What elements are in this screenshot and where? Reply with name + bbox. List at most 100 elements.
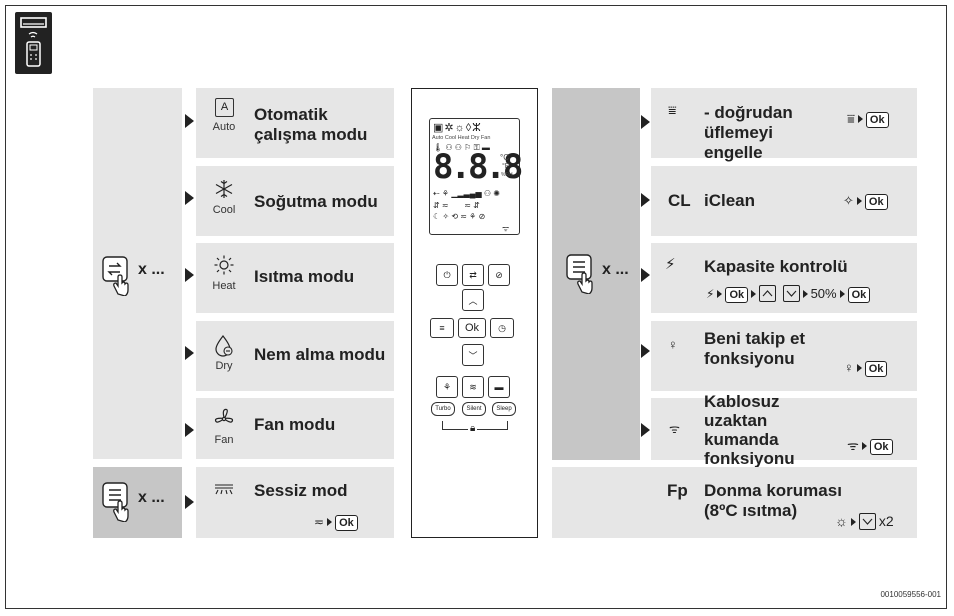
fan-label: Fan [214,434,234,446]
capacity-title: Kapasite kontrolü [704,257,848,276]
follow-me-row: ♀︎ Beni takip et fonksiyonu ♀︎Ok [651,321,917,391]
arrow-silent [185,495,194,509]
lcd-swing: ⇵ ≂ ≂ ⇵ [433,201,480,210]
ok-key-icon: Ok [864,361,888,377]
menu-button-hand-icon [102,482,129,522]
lcd-functions: ☾ ✧ ⟲ ≂ ⚘ ⊘ [433,212,486,221]
silent-button[interactable]: Silent [462,402,486,416]
silent-sequence: ≂ Ok [314,513,358,531]
seq-arrow [850,517,856,526]
up-key-icon [759,285,777,303]
iclean-code: CL [668,191,691,210]
frost-times: x2 [878,513,894,529]
arrow-auto [185,114,194,128]
seq-arrow [857,114,863,123]
arrow-capacity [641,268,650,282]
swing-vertical-button[interactable]: ≋ [462,376,484,398]
wireless-sequence: ᯤ Ok [847,436,893,455]
capacity-icon: ⚡︎ [665,256,676,273]
ok-key-icon: Ok [725,287,749,303]
up-button[interactable]: ︿ [462,289,484,311]
lcd-unit-c: °C [500,153,509,162]
frost-protection-row: Fp Donma koruması (8ºC ısıtma) ☼ x2 [552,467,917,538]
down-key-icon [858,513,876,531]
fan-icon [214,408,234,423]
arrow-follow [641,344,650,358]
droplet-icon [215,335,233,357]
lcd-unit-rh: %RH [501,172,513,178]
mode-button[interactable]: ⇄ [462,264,484,286]
down-key-icon [782,285,800,303]
mode-button-hand-icon [102,256,129,296]
remote-control: ▣✲☼◊ⵣ Auto Cool Heat Dry Fan 🌡 ⚇ ⚇ ⚐ ⚿ ▬… [411,88,538,538]
lcd-unit-f: °F [502,163,510,170]
arrow-fan [185,423,194,437]
sleep-button[interactable]: Sleep [492,402,516,416]
auto-mode-title: Otomatik çalışma modu [254,105,368,144]
seq-arrow [327,517,333,526]
timer-button[interactable]: ◷ [490,318,514,338]
lcd-wifi: ᯤ [502,224,510,233]
seq-arrow [856,363,862,372]
capacity-row: ⚡︎ Kapasite kontrolü ⚡︎Ok 50%Ok [651,243,917,313]
arrow-direct [641,115,650,129]
arrow-heat [185,268,194,282]
sun-icon [214,255,234,275]
frost-title: Donma koruması (8ºC ısıtma) [704,481,842,520]
snowflake-icon [215,180,233,198]
lcd-digits: 8.8.8 [433,147,523,187]
sun-seq-icon: ☼ [835,513,848,529]
follow-me-sequence: ♀︎Ok [844,359,888,377]
mode-row-auto: A Auto Otomatik çalışma modu [196,88,394,158]
seq-arrow [856,196,862,205]
figure-frame [5,5,947,609]
dry-label: Dry [215,360,233,372]
direct-blow-title: - doğrudan üflemeyi engelle [704,103,793,162]
down-button[interactable]: ﹀ [462,344,484,366]
lcd-status-icons: 🌡 ⚇ ⚇ ⚐ ⚿ ▬ [433,143,490,152]
follow-me-title: Beni takip et fonksiyonu [704,329,806,368]
ok-key-icon: Ok [869,439,893,455]
auto-label: Auto [212,121,236,133]
turbo-button[interactable]: Turbo [431,402,455,416]
mode-button-press-hint: x ... [102,256,182,296]
document-id: 0010059556-001 [880,590,941,599]
direct-blow-sequence: ⩸Ok [847,110,889,128]
iclean-title: iClean [704,191,756,210]
swing-horizontal-button[interactable]: ▬ [488,376,510,398]
iclean-sequence: ✧ Ok [843,192,888,210]
seq-arrow [751,289,757,298]
airflow-icon: ⩸ [668,102,677,118]
menu-button[interactable]: ≡ [430,318,454,338]
heat-mode-title: Isıtma modu [254,267,355,286]
power-button[interactable]: ⏻ [436,264,458,286]
ok-key-icon: Ok [335,515,358,531]
iclean-icon: ✧ [843,193,854,208]
lcd-mode-icons: ▣✲☼◊ⵣ [433,122,482,134]
silent-seq-icon: ≂ [314,515,325,529]
ok-button[interactable]: Ok [458,318,486,338]
silent-press-hint: x ... [102,482,182,524]
menu-press-count: x ... [602,261,629,278]
seq-arrow [861,441,867,450]
eco-button[interactable]: ⊘ [488,264,510,286]
wifi-icon: ᯤ [669,422,680,436]
capacity-sequence: ⚡︎Ok 50%Ok [706,285,871,303]
air-conditioner-remote-icon [15,12,52,74]
frost-code: Fp [667,481,688,500]
seq-arrow [717,289,723,298]
mode-row-fan: Fan Fan modu [196,398,394,459]
capacity-percent: 50% [810,286,837,301]
ok-key-icon: Ok [865,112,889,128]
arrow-iclean [641,193,650,207]
direct-blow-row: ⩸ - doğrudan üflemeyi engelle ⩸Ok [651,88,917,162]
fan-speed-button[interactable]: ⚘ [436,376,458,398]
ok-key-icon: Ok [847,287,871,303]
dry-mode-title: Nem alma modu [254,345,386,364]
seq-arrow [802,289,808,298]
mode-row-heat: Heat Isıtma modu [196,243,394,313]
frost-sequence: ☼ x2 [835,513,894,531]
seq-arrow [839,289,845,298]
wifi-seq-icon: ᯤ [847,438,859,453]
ok-key-icon: Ok [864,194,888,210]
